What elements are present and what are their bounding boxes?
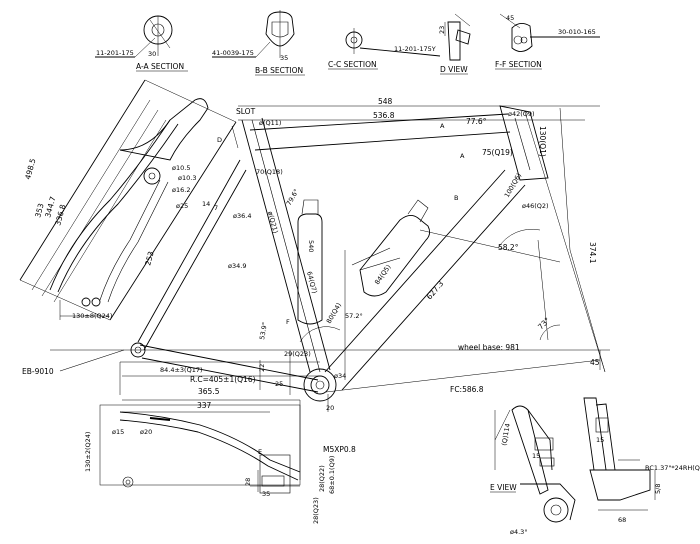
cc-title: C-C SECTION bbox=[328, 60, 377, 69]
aa-title: A-A SECTION bbox=[136, 62, 184, 71]
d-title: D VIEW bbox=[440, 65, 468, 74]
eb-label: EB-9010 bbox=[22, 367, 54, 376]
e-title: E VIEW bbox=[490, 483, 517, 492]
dim-548: 548 bbox=[378, 97, 393, 106]
cc-code: 11-201-175Y bbox=[394, 45, 436, 53]
section-bb: 41-0039-175 35 B-B SECTION bbox=[212, 10, 305, 76]
dim-0105: ø10.5 bbox=[172, 164, 190, 172]
main-frame bbox=[130, 105, 549, 402]
marker-e: E bbox=[258, 448, 262, 456]
dim-45: 45 bbox=[590, 358, 600, 367]
dim-020: ø20 bbox=[140, 428, 152, 436]
ff-angle: 45 bbox=[506, 14, 514, 22]
bb-title: B-B SECTION bbox=[255, 66, 303, 75]
dim-0103: ø10.3 bbox=[178, 174, 196, 182]
dim-73: 73° bbox=[536, 315, 552, 331]
ff-title: F-F SECTION bbox=[495, 60, 542, 69]
dim-20: 20 bbox=[326, 404, 334, 412]
dim-582: 58.2° bbox=[498, 243, 519, 252]
dim-3368: 336.8 bbox=[53, 203, 67, 226]
rear-dropout-detail bbox=[583, 397, 656, 511]
dim-29q23: 29(Q23) bbox=[284, 350, 311, 358]
rc-label: R.C=405±1(Q16) bbox=[190, 375, 256, 384]
dim-15: 15 bbox=[532, 452, 540, 460]
marker-b: B bbox=[454, 194, 458, 202]
aa-code: 11-201-175 bbox=[96, 49, 134, 57]
dim-35: 35 bbox=[262, 490, 270, 498]
dim-28q23: 28(Q23) bbox=[312, 497, 320, 524]
dim-68: 68±0.1(Q9) bbox=[328, 456, 336, 494]
dim-114: (Q)114 bbox=[500, 423, 512, 447]
dim-253: 253 bbox=[143, 250, 155, 266]
dim-025: ø25 bbox=[176, 202, 188, 210]
e-view-detail: E VIEW bbox=[490, 405, 576, 523]
dim-6273: 627.3 bbox=[425, 279, 446, 301]
dim-130q1: 130(Q1) bbox=[538, 126, 547, 157]
section-d-view: 23 D VIEW bbox=[438, 13, 471, 75]
dim-0162: ø16.2 bbox=[172, 186, 190, 194]
dim-572: 57.2° bbox=[345, 312, 363, 320]
fc-label: FC:586.8 bbox=[450, 385, 484, 394]
dim-28: 28 bbox=[244, 478, 252, 486]
dim-3655: 365.5 bbox=[198, 387, 220, 396]
dim-68b: 68 bbox=[618, 516, 626, 524]
dim-043: ø4.3° bbox=[510, 528, 528, 536]
dim-84q5: 84(Q5) bbox=[373, 263, 393, 286]
dim-22: 22 bbox=[258, 364, 266, 372]
bb-angle: 35 bbox=[280, 54, 288, 62]
marker-a1: A bbox=[440, 122, 445, 130]
dim-42q9: ø42(Q9) bbox=[508, 110, 535, 118]
marker-a2: A bbox=[460, 152, 465, 160]
construction-lines bbox=[50, 105, 610, 480]
dim-4985: 498.5 bbox=[23, 157, 37, 180]
slot-label: SLOT bbox=[236, 107, 256, 116]
dim-25: 25 bbox=[275, 380, 283, 388]
dim-796: 79.6° bbox=[285, 188, 301, 207]
dim-15b: 15 bbox=[596, 436, 604, 444]
dim-130q24b: 130±2(Q24) bbox=[84, 432, 92, 472]
dim-28q22: 28(Q22) bbox=[318, 465, 326, 492]
dim-337: 337 bbox=[197, 401, 212, 410]
dim-7: 7 bbox=[214, 204, 218, 212]
bb-code: 41-0039-175 bbox=[212, 49, 254, 57]
dim-536: 536.8 bbox=[373, 111, 395, 120]
dim-46q2: ø46(Q2) bbox=[522, 202, 549, 210]
dim-3741: 374.1 bbox=[588, 242, 597, 264]
dim-353: 353 bbox=[33, 202, 45, 218]
ff-code: 30-010-165 bbox=[558, 28, 596, 36]
dim-539: 53.9° bbox=[258, 321, 269, 340]
dim-100q6: 100(Q6) bbox=[503, 172, 523, 199]
dim-130q24a: 130±8(Q24) bbox=[72, 312, 112, 320]
dim-14: 14 bbox=[202, 200, 210, 208]
dim-0364: ø36.4 bbox=[233, 212, 251, 220]
section-aa: 11-201-175 30 A-A SECTION bbox=[95, 15, 188, 72]
dim-776: 77.6° bbox=[466, 117, 487, 126]
dim-q11: ø(Q11) bbox=[259, 119, 281, 127]
dim-015: ø15 bbox=[112, 428, 124, 436]
aa-angle: 30 bbox=[148, 50, 156, 58]
dim-0349: ø34.9 bbox=[228, 262, 246, 270]
section-cc: 11-201-175Y C-C SECTION bbox=[328, 28, 441, 70]
dim-8443: 84.4±3(Q17) bbox=[160, 366, 203, 374]
dim-75q19: 75(Q19) bbox=[482, 148, 513, 157]
marker-f: F bbox=[286, 318, 290, 326]
dim-70q18: 70(Q18) bbox=[256, 168, 283, 176]
dim-80q4: 80(Q4) bbox=[325, 301, 343, 325]
seatstay-detail bbox=[19, 79, 237, 321]
dim-540: 540 bbox=[307, 240, 315, 252]
marker-d: D bbox=[217, 136, 222, 144]
dim-034: ø34 bbox=[334, 372, 346, 380]
dim-64q7: 64(Q7) bbox=[305, 270, 319, 294]
dim-58: 5/8 bbox=[654, 484, 662, 494]
d-dim: 23 bbox=[438, 26, 446, 34]
chainstay-detail bbox=[99, 404, 301, 494]
wheel-base-label: wheel base: 981 bbox=[458, 343, 520, 352]
m5-label: M5XP0.8 bbox=[323, 445, 356, 454]
section-ff: 45 30-010-165 F-F SECTION bbox=[495, 13, 600, 70]
bc-label: BC1.37"*24RH(Q8) bbox=[645, 464, 700, 472]
